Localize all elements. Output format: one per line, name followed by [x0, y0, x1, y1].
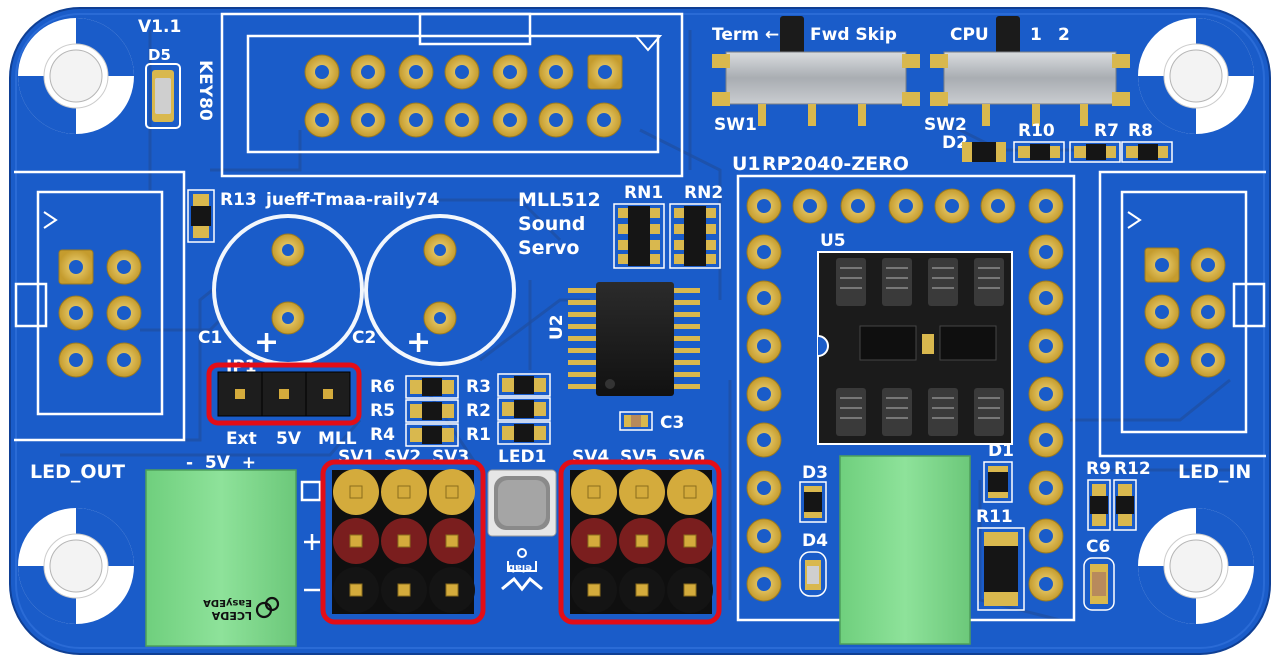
resistors-r1-r3 — [497, 373, 551, 445]
version-label: V1.1 — [138, 17, 181, 37]
servo-polarity-marks-left — [300, 480, 322, 592]
c1-plus: + — [254, 325, 279, 360]
resistor-network-rn1 — [613, 203, 665, 269]
capacitor-c6 — [1083, 557, 1115, 611]
diode-d4 — [799, 551, 827, 597]
rn2-label: RN2 — [684, 183, 723, 203]
led-out-label: LED_OUT — [30, 461, 125, 483]
lceda-text: LCEDA — [211, 609, 252, 622]
u2-label: U2 — [547, 314, 567, 340]
led-in-label: LED_IN — [1178, 461, 1251, 483]
r2-label: R2 — [466, 401, 491, 421]
resistor-r13 — [187, 189, 215, 243]
r5-label: R5 — [370, 401, 395, 421]
smd-row-d2-r10-r7-r8 — [962, 141, 1173, 163]
mounting-hole-bottom-left — [18, 508, 134, 624]
5v-jp-label: 5V — [276, 429, 302, 449]
d5-label: D5 — [148, 46, 171, 64]
r6-label: R6 — [370, 377, 395, 397]
sv4-6-highlight — [558, 459, 722, 625]
r8-label: R8 — [1128, 121, 1153, 141]
rn1-label: RN1 — [624, 183, 663, 203]
u1-label: U1 — [732, 153, 761, 175]
capacitor-c1 — [212, 214, 364, 366]
mll512-label: MLL512 — [518, 189, 601, 211]
slide-switch-sw1[interactable] — [712, 16, 920, 126]
c6-label: C6 — [1086, 537, 1110, 557]
ic-socket-u5 — [817, 251, 1013, 445]
fwd-skip-label: Fwd Skip — [810, 25, 897, 45]
capacitor-c3 — [619, 411, 653, 431]
r13-label: R13 — [220, 190, 257, 210]
jumper-jp1[interactable] — [217, 371, 351, 417]
ext-label: Ext — [226, 429, 257, 449]
servo-header-sv4-6[interactable] — [570, 469, 713, 614]
c1-label: C1 — [198, 328, 222, 348]
credits-label: jueff-Tmaa-raily74 — [265, 190, 440, 210]
led-in-connector — [1098, 170, 1266, 458]
d4-label: D4 — [802, 531, 828, 551]
c2-plus: + — [406, 325, 431, 360]
u5-label: U5 — [820, 231, 846, 251]
header-2x7 — [220, 12, 684, 178]
slide-switch-sw2[interactable] — [930, 16, 1130, 126]
servo-header-sv1-3[interactable] — [332, 469, 475, 614]
easyeda-text: EasyEDA — [203, 597, 252, 608]
resistor-network-rn2 — [669, 203, 721, 269]
r7-label: R7 — [1094, 121, 1119, 141]
r12-label: R12 — [1114, 459, 1151, 479]
servo-label: Servo — [518, 237, 579, 259]
led-led1 — [487, 469, 557, 537]
signal-terminal-block — [839, 455, 971, 645]
sv1-3-highlight — [320, 459, 486, 625]
key80-label: KEY80 — [195, 60, 215, 121]
resistor-r11 — [977, 527, 1025, 611]
power-terminal-block — [145, 469, 297, 647]
r4-label: R4 — [370, 425, 395, 445]
mounting-hole-bottom-right — [1138, 508, 1254, 624]
led-out-connector — [14, 170, 186, 442]
r9-label: R9 — [1086, 459, 1111, 479]
r1-label: R1 — [466, 425, 491, 445]
diode-d3 — [799, 481, 827, 523]
resistors-r4-r6 — [405, 375, 459, 447]
cpu-2-label: 2 — [1058, 25, 1070, 45]
elab-logo: elab — [501, 548, 543, 592]
c3-label: C3 — [660, 413, 684, 433]
rp2040-zero-label: RP2040-ZERO — [762, 153, 909, 175]
power-polarity-label: - 5V + — [186, 453, 256, 473]
capacitor-c2 — [364, 214, 516, 366]
sw1-label: SW1 — [714, 115, 757, 135]
resistors-r9-r12 — [1087, 479, 1137, 531]
d1-label: D1 — [988, 441, 1014, 461]
cpu-label: CPU — [950, 25, 989, 45]
elab-logo-text: elab — [508, 562, 532, 573]
led1-label: LED1 — [498, 447, 546, 467]
diode-d1 — [983, 461, 1013, 503]
ic-u2 — [568, 282, 700, 396]
mll-label: MLL — [318, 429, 357, 449]
term-label: Term ← — [712, 25, 779, 45]
r10-label: R10 — [1018, 121, 1055, 141]
sw2-label: SW2 — [924, 115, 967, 135]
cpu-1-label: 1 — [1030, 25, 1042, 45]
mounting-hole-top-right — [1138, 18, 1254, 134]
d2-label: D2 — [942, 133, 968, 153]
r11-label: R11 — [976, 507, 1013, 527]
c2-label: C2 — [352, 328, 376, 348]
jp1-highlight — [206, 362, 362, 426]
sound-label: Sound — [518, 213, 585, 235]
d3-label: D3 — [802, 463, 828, 483]
r3-label: R3 — [466, 377, 491, 397]
mounting-hole-top-left — [18, 18, 134, 134]
lceda-logo: LCEDA EasyEDA — [203, 596, 280, 622]
led-d5 — [145, 63, 181, 129]
